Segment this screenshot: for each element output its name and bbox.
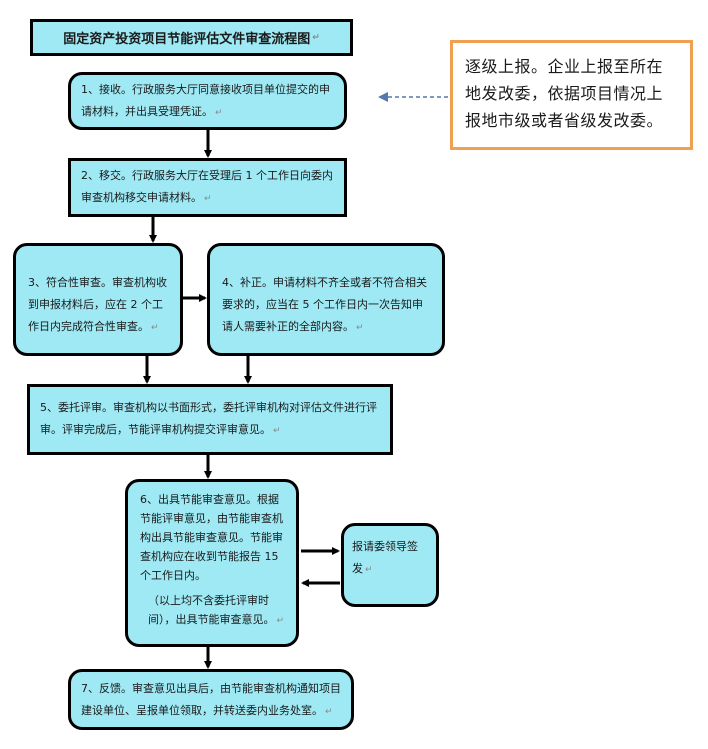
- return-mark: ↵: [151, 323, 159, 333]
- step-6-note: （以上均不含委托评审时间），出具节能审查意见。↵: [140, 591, 286, 631]
- step-5-text: 5、委托评审。审查机构以书面形式，委托评审机构对评估文件进行评审。评审完成后，节…: [40, 401, 377, 436]
- step-5-commission-review: 5、委托评审。审查机构以书面形式，委托评审机构对评估文件进行评审。评审完成后，节…: [27, 384, 393, 455]
- return-mark: ↵: [273, 426, 281, 436]
- return-mark: ↵: [356, 323, 364, 333]
- side-approval-text: 报请委领导签发: [352, 540, 418, 575]
- step-4-supplement: 4、补正。申请材料不齐全或者不符合相关要求的，应当在 5 个工作日内一次告知申请…: [207, 243, 445, 356]
- note-text: 逐级上报。企业上报至所在地发改委，依据项目情况上报地市级或者省级发改委。: [465, 57, 664, 130]
- side-leader-approval: 报请委领导签发↵: [341, 523, 439, 607]
- step-3-compliance-review: 3、符合性审查。审查机构收到申报材料后，应在 2 个工作日内完成符合性审查。↵: [13, 243, 183, 356]
- step-2-transfer: 2、移交。行政服务大厅在受理后 1 个工作日向委内审查机构移交申请材料。↵: [68, 158, 347, 217]
- step-3-text: 3、符合性审查。审查机构收到申报材料后，应在 2 个工作日内完成符合性审查。: [28, 276, 167, 333]
- return-mark: ↵: [365, 565, 373, 575]
- step-6-issue-opinion: 6、出具节能审查意见。根据节能评审意见，由节能审查机构出具节能审查意见。节能审查…: [125, 479, 299, 647]
- step-7-text: 7、反馈。审查意见出具后，由节能审查机构通知项目建设单位、呈报单位领取，并转送委…: [81, 682, 341, 717]
- return-mark: ↵: [312, 32, 320, 43]
- step-1-receive: 1、接收。行政服务大厅同意接收项目单位提交的申请材料，并出具受理凭证。↵: [68, 72, 347, 130]
- flowchart-title: 固定资产投资项目节能评估文件审查流程图↵: [30, 19, 353, 56]
- return-mark: ↵: [204, 194, 212, 204]
- step-1-text: 1、接收。行政服务大厅同意接收项目单位提交的申请材料，并出具受理凭证。: [81, 83, 330, 118]
- return-mark: ↵: [276, 616, 285, 626]
- step-6-text: 6、出具节能审查意见。根据节能评审意见，由节能审查机构出具节能审查意见。节能审查…: [140, 493, 283, 582]
- step-4-text: 4、补正。申请材料不齐全或者不符合相关要求的，应当在 5 个工作日内一次告知申请…: [222, 276, 427, 333]
- note-box: 逐级上报。企业上报至所在地发改委，依据项目情况上报地市级或者省级发改委。: [450, 40, 693, 150]
- step-6-note-text: （以上均不含委托评审时间），出具节能审查意见。: [148, 594, 275, 626]
- step-2-text: 2、移交。行政服务大厅在受理后 1 个工作日向委内审查机构移交申请材料。: [81, 169, 333, 204]
- step-7-feedback: 7、反馈。审查意见出具后，由节能审查机构通知项目建设单位、呈报单位领取，并转送委…: [68, 669, 354, 730]
- return-mark: ↵: [325, 707, 333, 717]
- title-text: 固定资产投资项目节能评估文件审查流程图: [63, 32, 311, 47]
- return-mark: ↵: [215, 108, 223, 118]
